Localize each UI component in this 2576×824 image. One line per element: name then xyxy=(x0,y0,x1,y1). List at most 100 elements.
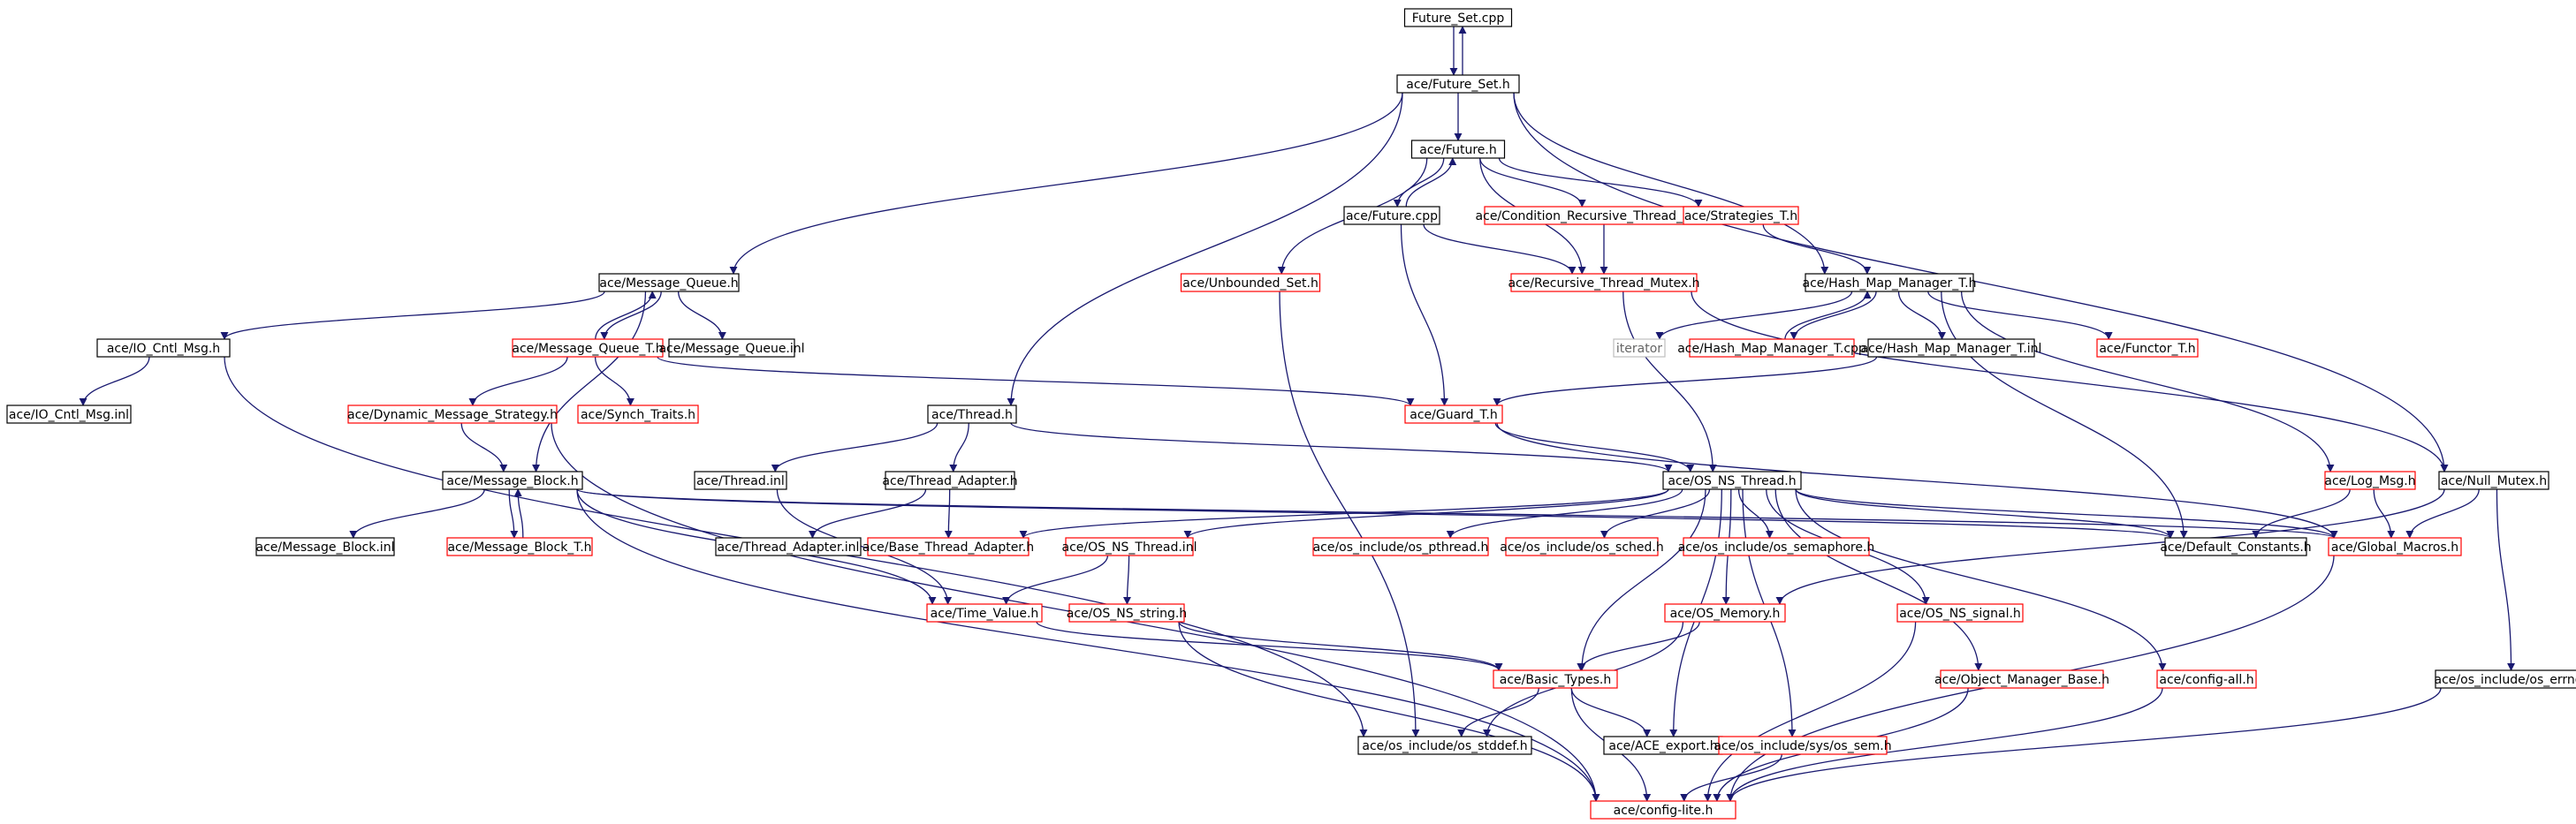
node-ace-config-all-h[interactable]: ace/config-all.h xyxy=(2156,669,2257,689)
node-box xyxy=(1505,537,1659,556)
node-box xyxy=(1805,273,1974,292)
node-ace-object-manager-base-h[interactable]: ace/Object_Manager_Base.h xyxy=(1934,669,2109,689)
node-ace-os-include-os-stddef-h[interactable]: ace/os_include/os_stddef.h xyxy=(1357,736,1532,755)
edge-ace-thread-h-to-ace-os-ns-thread-h xyxy=(1010,422,1673,472)
node-ace-thread-h[interactable]: ace/Thread.h xyxy=(927,404,1017,424)
edge-ace-message-block-h-to-ace-config-lite-h xyxy=(576,488,1600,802)
node-ace-message-queue-inl[interactable]: ace/Message_Queue.inl xyxy=(658,338,805,358)
edge-ace-future-set-h-to-ace-null-mutex-h xyxy=(1513,92,2449,472)
edge-ace-future-set-h-to-ace-message-queue-h xyxy=(729,92,1403,275)
node-label: ace/Message_Queue.inl xyxy=(658,342,804,356)
edge-ace-hash-map-manager-t-h-to-ace-default-constants-h xyxy=(1941,291,2188,539)
node-ace-io-cntl-msg-inl[interactable]: ace/IO_Cntl_Msg.inl xyxy=(6,404,132,424)
node-ace-recursive-thread-mutex-h[interactable]: ace/Recursive_Thread_Mutex.h xyxy=(1508,273,1700,292)
node-ace-thread-adapter-inl[interactable]: ace/Thread_Adapter.inl xyxy=(715,537,862,556)
node-ace-os-ns-thread-h[interactable]: ace/OS_NS_Thread.h xyxy=(1662,471,1802,490)
node-label: ace/os_include/os_semaphore.h xyxy=(1678,541,1875,555)
node-ace-message-queue-h[interactable]: ace/Message_Queue.h xyxy=(598,273,740,292)
node-ace-config-lite-h[interactable]: ace/config-lite.h xyxy=(1590,800,1736,820)
node-label: ace/os_include/os_sched.h xyxy=(1500,541,1663,555)
node-box xyxy=(1867,338,2035,358)
edge-ace-guard-t-h-to-ace-os-ns-thread-h xyxy=(1494,422,1695,472)
node-ace-future-set-h[interactable]: ace/Future_Set.h xyxy=(1396,74,1520,94)
node-ace-thread-inl[interactable]: ace/Thread.inl xyxy=(694,471,787,490)
node-ace-io-cntl-msg-h[interactable]: ace/IO_Cntl_Msg.h xyxy=(96,338,231,358)
node-box xyxy=(1343,206,1440,225)
node-box xyxy=(6,404,132,424)
node-ace-os-include-os-pthread-h[interactable]: ace/os_include/os_pthread.h xyxy=(1312,537,1489,556)
node-ace-future-h[interactable]: ace/Future.h xyxy=(1410,140,1506,159)
node-box xyxy=(1590,800,1736,820)
node-label: ace/OS_NS_Thread.h xyxy=(1668,474,1796,488)
node-ace-os-include-os-semaphore-h[interactable]: ace/os_include/os_semaphore.h xyxy=(1678,537,1875,556)
node-ace-synch-traits-h[interactable]: ace/Synch_Traits.h xyxy=(577,404,699,424)
node-label: ace/config-lite.h xyxy=(1614,804,1714,818)
node-ace-basic-types-h[interactable]: ace/Basic_Types.h xyxy=(1493,669,1618,689)
node-ace-message-block-h[interactable]: ace/Message_Block.h xyxy=(442,471,583,490)
node-box xyxy=(2438,471,2549,490)
node-ace-os-include-sys-os-sem-h[interactable]: ace/os_include/sys/os_sem.h xyxy=(1714,736,1892,755)
edge-ace-null-mutex-h-to-ace-global-macros-h xyxy=(2405,488,2480,539)
node-ace-message-block-inl[interactable]: ace/Message_Block.inl xyxy=(255,537,395,556)
edge-ace-message-block-h-to-ace-message-block-t-h xyxy=(508,488,519,539)
node-future-set-cpp[interactable]: Future_Set.cpp xyxy=(1403,8,1513,27)
node-ace-hash-map-manager-t-inl[interactable]: ace/Hash_Map_Manager_T.inl xyxy=(1861,338,2042,358)
node-ace-functor-t-h[interactable]: ace/Functor_T.h xyxy=(2096,338,2199,358)
node-label: ace/ACE_export.h xyxy=(1608,739,1717,753)
edge-ace-os-ns-thread-h-to-ace-basic-types-h xyxy=(1577,488,1706,671)
node-box xyxy=(442,471,583,490)
node-ace-hash-map-manager-t-cpp[interactable]: ace/Hash_Map_Manager_T.cpp xyxy=(1677,338,1866,358)
node-box xyxy=(2156,669,2257,689)
edge-ace-thread-h-to-ace-thread-adapter-h xyxy=(949,422,969,472)
node-ace-hash-map-manager-t-h[interactable]: ace/Hash_Map_Manager_T.h xyxy=(1802,273,1977,292)
node-ace-null-mutex-h[interactable]: ace/Null_Mutex.h xyxy=(2438,471,2549,490)
node-label: ace/Message_Queue_T.h xyxy=(512,342,663,356)
node-label: ace/Future.h xyxy=(1419,143,1497,157)
node-label: ace/Synch_Traits.h xyxy=(581,408,695,422)
node-ace-os-ns-string-h[interactable]: ace/OS_NS_string.h xyxy=(1067,603,1187,623)
node-box xyxy=(2164,537,2307,556)
edge-ace-thread-inl-to-ace-time-value-h xyxy=(776,488,953,605)
node-box xyxy=(446,537,593,556)
node-ace-global-macros-h[interactable]: ace/Global_Macros.h xyxy=(2328,537,2462,556)
edge-ace-hash-map-manager-t-h-to-iterator xyxy=(1655,291,1853,340)
node-iterator[interactable]: iterator xyxy=(1613,338,1666,358)
node-ace-default-constants-h[interactable]: ace/Default_Constants.h xyxy=(2160,537,2312,556)
node-label: ace/Base_Thread_Adapter.h xyxy=(862,541,1034,555)
node-ace-os-memory-h[interactable]: ace/OS_Memory.h xyxy=(1664,603,1786,623)
node-box xyxy=(1896,603,2024,623)
node-ace-os-ns-signal-h[interactable]: ace/OS_NS_signal.h xyxy=(1896,603,2024,623)
node-label: ace/Object_Manager_Base.h xyxy=(1934,673,2109,687)
node-ace-dynamic-message-strategy-h[interactable]: ace/Dynamic_Message_Strategy.h xyxy=(347,404,558,424)
node-label: Future_Set.cpp xyxy=(1412,11,1505,26)
node-box xyxy=(1357,736,1532,755)
node-ace-guard-t-h[interactable]: ace/Guard_T.h xyxy=(1404,404,1503,424)
node-label: ace/Functor_T.h xyxy=(2099,342,2195,356)
edge-ace-hash-map-manager-t-h-to-ace-hash-map-manager-t-inl xyxy=(1897,291,1947,340)
node-ace-os-ns-thread-inl[interactable]: ace/OS_NS_Thread.inl xyxy=(1062,537,1197,556)
edge-ace-os-ns-thread-h-to-ace-os-include-os-pthread-h xyxy=(1446,488,1683,539)
edge-ace-guard-t-h-to-ace-global-macros-h xyxy=(1496,422,2338,539)
node-box xyxy=(668,338,795,358)
node-label: iterator xyxy=(1616,342,1662,356)
node-ace-base-thread-adapter-h[interactable]: ace/Base_Thread_Adapter.h xyxy=(862,537,1034,556)
edge-ace-os-ns-thread-inl-to-ace-os-ns-string-h xyxy=(1122,555,1132,605)
node-ace-condition-recursive-thread-mutex-h[interactable]: ace/Condition_Recursive_Thread_Mutex.h xyxy=(1476,206,1733,225)
node-ace-log-msg-h[interactable]: ace/Log_Msg.h xyxy=(2324,471,2416,490)
node-ace-ace-export-h[interactable]: ace/ACE_export.h xyxy=(1603,736,1723,755)
node-ace-strategies-t-h[interactable]: ace/Strategies_T.h xyxy=(1683,206,1799,225)
node-ace-time-value-h[interactable]: ace/Time_Value.h xyxy=(926,603,1043,623)
edge-ace-future-set-h-to-ace-thread-h xyxy=(1007,92,1403,406)
node-ace-os-include-os-sched-h[interactable]: ace/os_include/os_sched.h xyxy=(1500,537,1664,556)
edge-ace-message-queue-t-h-to-ace-guard-t-h xyxy=(657,356,1415,406)
node-ace-message-queue-t-h[interactable]: ace/Message_Queue_T.h xyxy=(512,338,664,358)
node-label: ace/os_include/os_stddef.h xyxy=(1362,739,1527,753)
node-ace-os-include-os-errno-h[interactable]: ace/os_include/os_errno.h xyxy=(2435,669,2576,689)
node-ace-future-cpp[interactable]: ace/Future.cpp xyxy=(1343,206,1440,225)
node-box xyxy=(512,338,664,358)
node-ace-thread-adapter-h[interactable]: ace/Thread_Adapter.h xyxy=(882,471,1018,490)
node-ace-message-block-t-h[interactable]: ace/Message_Block_T.h xyxy=(446,537,593,556)
node-ace-unbounded-set-h[interactable]: ace/Unbounded_Set.h xyxy=(1180,273,1321,292)
node-box xyxy=(1404,404,1503,424)
